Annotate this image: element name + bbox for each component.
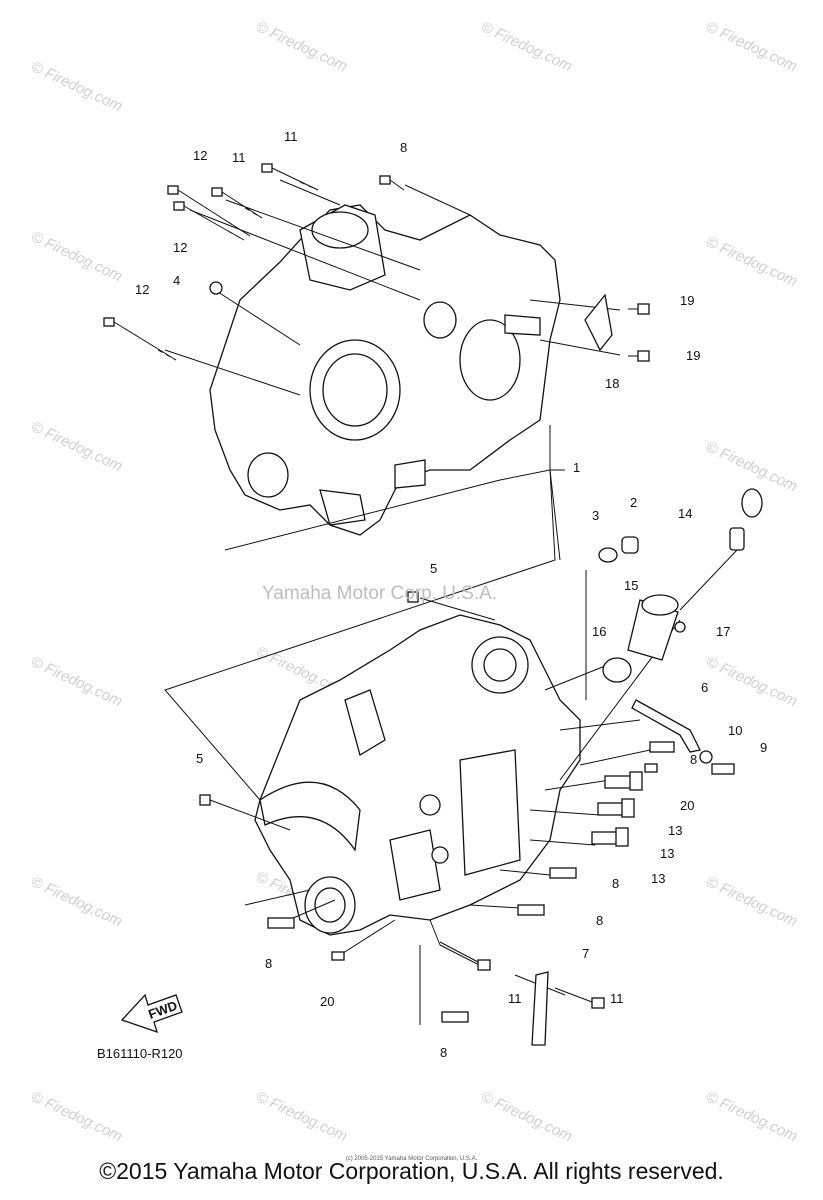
- bolt-9: [711, 763, 735, 775]
- watermark-firedog: © Firedog.com: [703, 233, 800, 290]
- watermark-firedog: © Firedog.com: [253, 1088, 350, 1145]
- tiny-credit: (c) 2005-2015 Yamaha Motor Corporation, …: [345, 1156, 478, 1162]
- callout-11: 11: [284, 129, 298, 144]
- o-ring-3: [598, 547, 618, 563]
- callout-11: 11: [232, 150, 246, 165]
- dowel-20-right: [644, 763, 658, 773]
- callout-13: 13: [660, 846, 674, 861]
- callout-15: 15: [624, 578, 638, 593]
- dowel-5-top: [407, 591, 419, 603]
- callout-14: 14: [678, 506, 692, 521]
- callout-19: 19: [680, 293, 694, 308]
- watermark-firedog: © Firedog.com: [703, 1088, 800, 1145]
- bolt-12-top: [167, 185, 251, 237]
- callout-8: 8: [400, 140, 407, 155]
- watermark-firedog: © Firedog.com: [28, 228, 125, 285]
- bracket-18: [584, 293, 613, 352]
- callout-3: 3: [592, 508, 599, 523]
- watermark-firedog: © Firedog.com: [478, 18, 575, 75]
- watermark-firedog: © Firedog.com: [478, 1088, 575, 1145]
- dowel-20-left: [331, 951, 345, 961]
- callout-12: 12: [193, 148, 207, 163]
- callout-6: 6: [701, 680, 708, 695]
- bolt-8-right-c: [517, 904, 545, 916]
- clip-17: [674, 621, 686, 633]
- bolt-8-left: [267, 917, 295, 929]
- yamaha-watermark: Yamaha Motor Corp, U.S.A.: [262, 583, 498, 604]
- callout-9: 9: [760, 740, 767, 755]
- callout-1: 1: [573, 460, 580, 475]
- callout-20: 20: [680, 798, 694, 813]
- bolt-8-bottom: [441, 1011, 469, 1023]
- watermark-firedog: © Firedog.com: [703, 438, 800, 495]
- callout-11: 11: [508, 991, 522, 1006]
- watermark-firedog: © Firedog.com: [253, 18, 350, 75]
- nut-4: [209, 281, 223, 295]
- crankcase-right-half: [254, 614, 581, 936]
- bolt-19-top: [628, 303, 650, 315]
- callout-10: 10: [728, 723, 742, 738]
- callout-8: 8: [612, 876, 619, 891]
- callout-8: 8: [265, 956, 272, 971]
- callout-19: 19: [686, 348, 700, 363]
- watermark-firedog: © Firedog.com: [28, 1088, 125, 1145]
- bolt-11-left: [211, 187, 263, 219]
- callout-8: 8: [596, 913, 603, 928]
- assembly-outline: [164, 425, 587, 801]
- copyright-footer: ©2015 Yamaha Motor Corporation, U.S.A. A…: [99, 1158, 724, 1184]
- bolt-19-low: [628, 350, 650, 362]
- callout-18: 18: [605, 376, 619, 391]
- callout-5: 5: [196, 751, 203, 766]
- callout-16: 16: [592, 624, 606, 639]
- bolt-11-top: [261, 163, 319, 191]
- callout-13: 13: [668, 823, 682, 838]
- callout-4: 4: [173, 273, 180, 288]
- diagram-code: B161110-R120: [97, 1046, 183, 1061]
- bolt-13-b: [597, 798, 635, 818]
- bolt-11-lower-a: [439, 941, 491, 971]
- callout-8: 8: [690, 752, 697, 767]
- watermark-firedog: © Firedog.com: [28, 418, 125, 475]
- strap-7: [531, 971, 549, 1046]
- bolt-12-mid: [173, 201, 245, 241]
- o-ring-16: [602, 657, 632, 683]
- bracket-6: [631, 699, 701, 753]
- bolts: [103, 163, 763, 1046]
- callout-11: 11: [610, 991, 624, 1006]
- callout-2: 2: [630, 495, 637, 510]
- callout-20: 20: [320, 994, 334, 1009]
- bolt-11-lower-b: [554, 987, 605, 1009]
- callout-12: 12: [135, 282, 149, 297]
- callout-7: 7: [582, 946, 589, 961]
- fwd-arrow: FWD: [120, 993, 183, 1034]
- callout-5: 5: [430, 561, 437, 576]
- callouts: 1 2 3 4 5 5 6 7 8 8 8 8 8 8 8 9 10 11 11…: [135, 129, 767, 1060]
- watermark-firedog: © Firedog.com: [703, 873, 800, 930]
- callout-12: 12: [173, 240, 187, 255]
- bolt-13-a: [604, 771, 643, 791]
- bolt-12-low: [103, 317, 177, 361]
- bolt-13-c: [591, 827, 629, 847]
- watermark-firedog: © Firedog.com: [28, 873, 125, 930]
- washer-10: [699, 750, 713, 764]
- plug-2: [621, 536, 639, 554]
- callout-8: 8: [440, 1045, 447, 1060]
- bolt-8-top: [379, 175, 405, 191]
- watermark-firedog: © Firedog.com: [28, 653, 125, 710]
- filler-tube-15: [627, 594, 679, 661]
- dipstick-14: [679, 488, 763, 611]
- callout-13: 13: [651, 871, 665, 886]
- watermark-firedog: © Firedog.com: [703, 653, 800, 710]
- crankcase-left-half: [209, 204, 561, 536]
- dowel-5-left: [199, 794, 211, 806]
- firedog-watermarks: © Firedog.com © Firedog.com © Firedog.co…: [28, 18, 800, 1145]
- watermark-firedog: © Firedog.com: [703, 18, 800, 75]
- bolt-8-right-b: [549, 867, 577, 879]
- bolt-8-right-a: [649, 741, 675, 753]
- watermark-firedog: © Firedog.com: [28, 58, 125, 115]
- callout-17: 17: [716, 624, 730, 639]
